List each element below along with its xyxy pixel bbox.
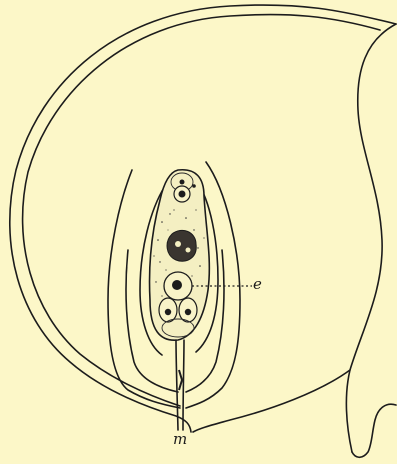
funicle-contour [352, 404, 396, 457]
polar-nuclei [167, 230, 196, 261]
egg-cell [164, 272, 192, 300]
label-e: e [253, 277, 262, 292]
micropyle-canal-right [183, 340, 184, 430]
pollen-tube [179, 370, 182, 390]
nucellus-right-contour [346, 24, 396, 452]
label-m: m [173, 432, 187, 447]
lower-body-line [193, 370, 350, 432]
